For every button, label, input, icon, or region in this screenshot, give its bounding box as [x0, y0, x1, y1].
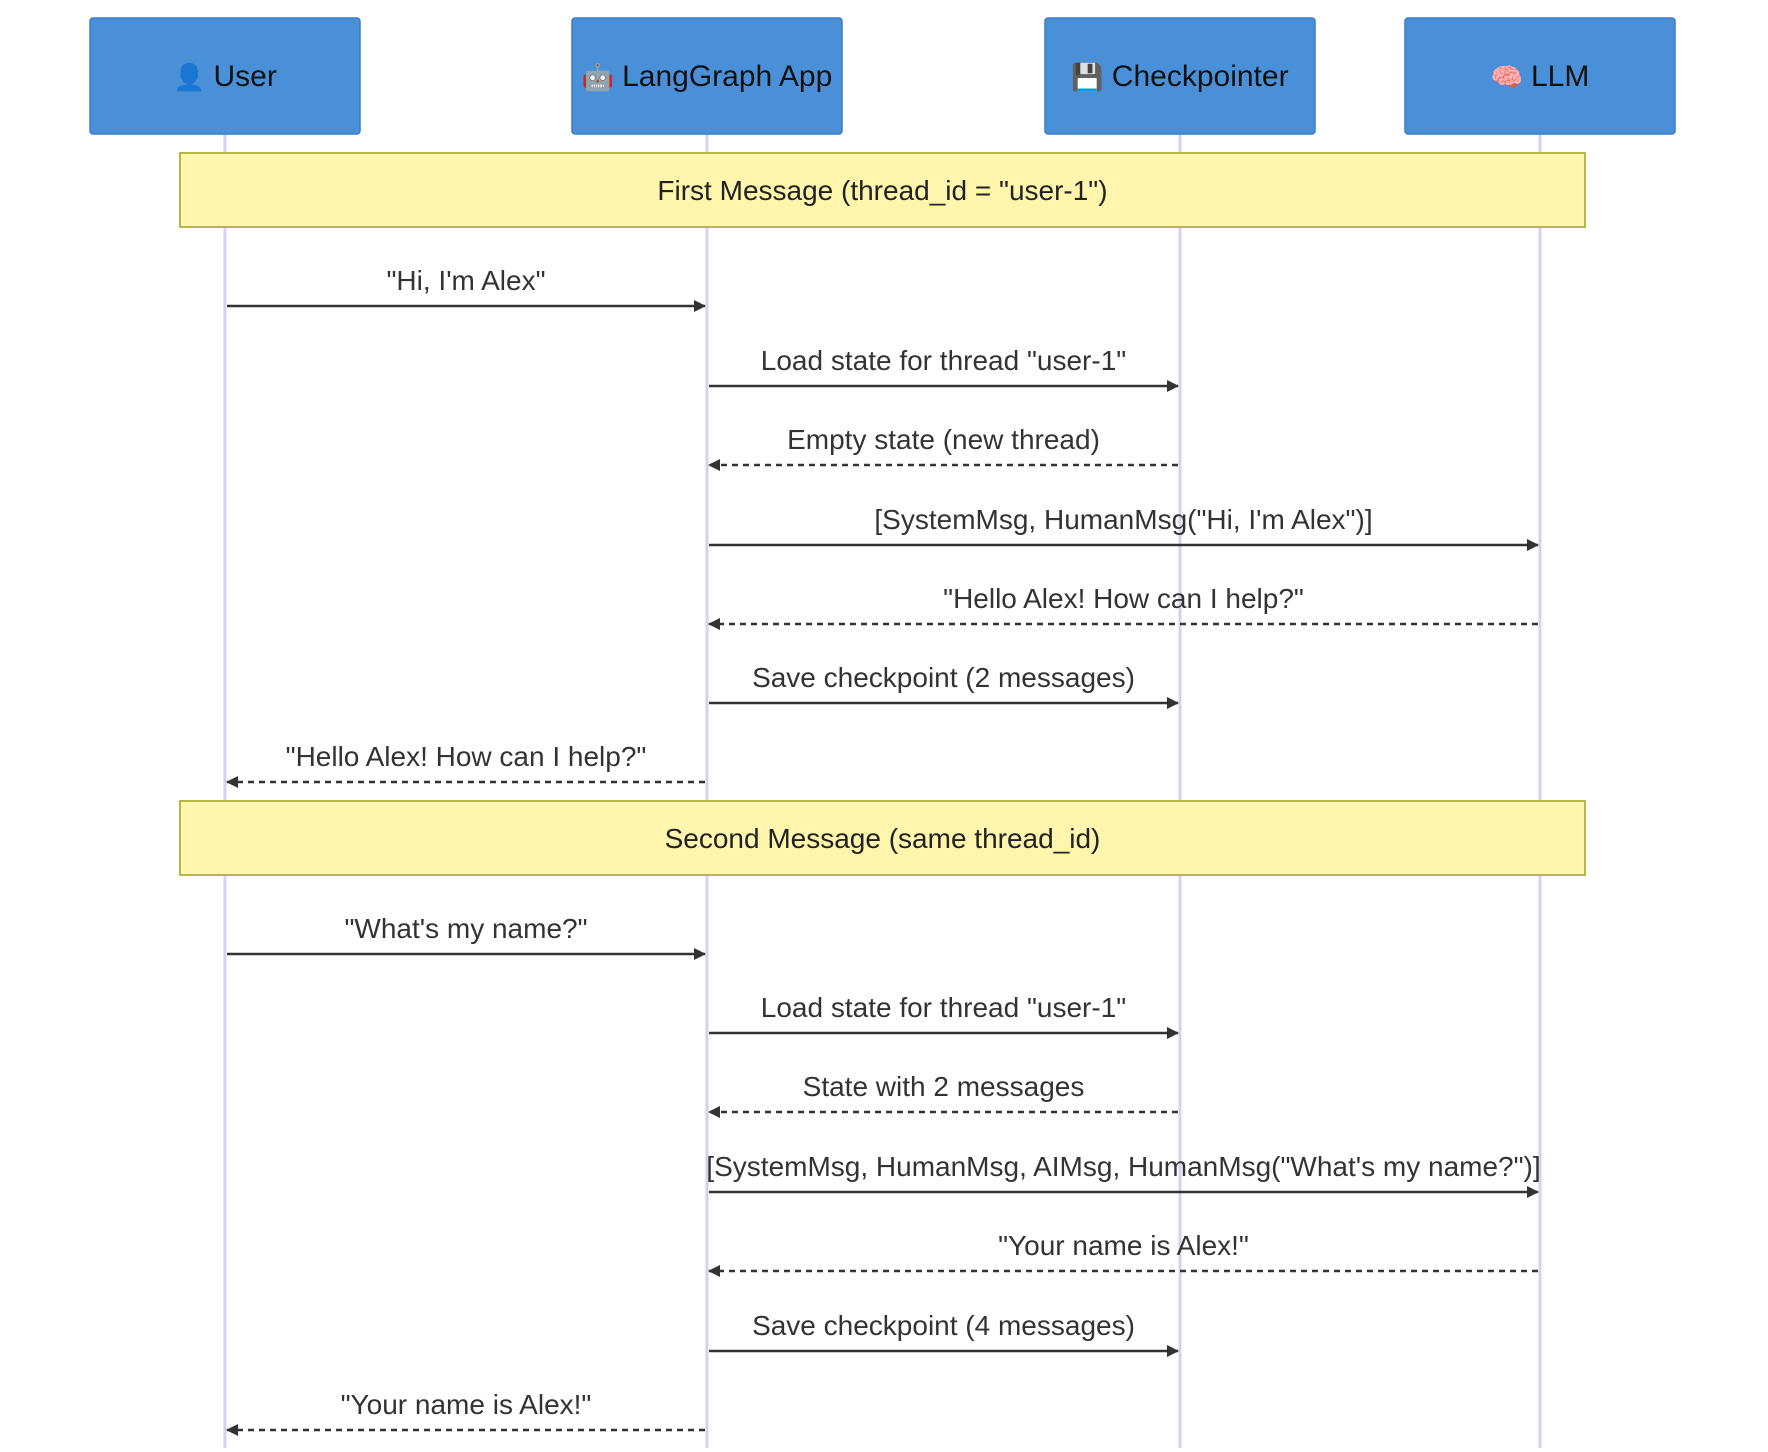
message-label: "Your name is Alex!"	[341, 1389, 592, 1420]
message: Empty state (new thread)	[708, 424, 1178, 471]
message: Save checkpoint (4 messages)	[709, 1310, 1179, 1357]
participant-cp: 💾Checkpointer	[1044, 17, 1316, 135]
robot-icon: 🤖	[582, 62, 614, 92]
participant-label-cp: 💾Checkpointer	[1071, 60, 1288, 93]
floppy-disk-icon: 💾	[1071, 62, 1103, 92]
participant-box-cp	[1044, 17, 1316, 135]
message-label: Save checkpoint (4 messages)	[752, 1310, 1135, 1341]
message-label: "Hi, I'm Alex"	[386, 265, 545, 296]
message-label: Load state for thread "user-1"	[761, 992, 1126, 1023]
section-note: Second Message (same thread_id)	[179, 800, 1586, 876]
message: "Hi, I'm Alex"	[227, 265, 706, 312]
participant-label-user: 👤User	[173, 60, 277, 93]
message-label: State with 2 messages	[803, 1071, 1085, 1102]
section-note-box	[179, 800, 1586, 876]
message-label: Save checkpoint (2 messages)	[752, 662, 1135, 693]
message: Save checkpoint (2 messages)	[709, 662, 1179, 709]
participant-label-llm: 🧠LLM	[1491, 60, 1590, 93]
message-label: Empty state (new thread)	[787, 424, 1100, 455]
message-label: Load state for thread "user-1"	[761, 345, 1126, 376]
participant-box-llm	[1404, 17, 1676, 135]
participant-box-user	[89, 17, 361, 135]
message-label: "Your name is Alex!"	[998, 1230, 1249, 1261]
message-label: "Hello Alex! How can I help?"	[943, 583, 1304, 614]
message: "What's my name?"	[227, 913, 706, 960]
message: [SystemMsg, HumanMsg, AIMsg, HumanMsg("W…	[706, 1151, 1541, 1198]
user-icon: 👤	[173, 62, 205, 92]
message-label: [SystemMsg, HumanMsg("Hi, I'm Alex")]	[874, 504, 1372, 535]
section-note-text: First Message (thread_id = "user-1")	[657, 175, 1107, 206]
section-note-box	[179, 152, 1586, 228]
message-label: "Hello Alex! How can I help?"	[286, 741, 647, 772]
message: "Hello Alex! How can I help?"	[708, 583, 1538, 630]
brain-icon: 🧠	[1491, 62, 1523, 92]
message: Load state for thread "user-1"	[709, 992, 1179, 1039]
message-label: [SystemMsg, HumanMsg, AIMsg, HumanMsg("W…	[706, 1151, 1540, 1182]
participant-box-app	[571, 17, 843, 135]
participant-label-app: 🤖LangGraph App	[582, 60, 833, 93]
participant-llm: 🧠LLM	[1404, 17, 1676, 135]
message-label: "What's my name?"	[344, 913, 587, 944]
message: "Hello Alex! How can I help?"	[226, 741, 705, 788]
message: State with 2 messages	[708, 1071, 1178, 1118]
participant-app: 🤖LangGraph App	[571, 17, 843, 135]
message: Load state for thread "user-1"	[709, 345, 1179, 392]
section-note: First Message (thread_id = "user-1")	[179, 152, 1586, 228]
section-note-text: Second Message (same thread_id)	[665, 823, 1101, 854]
message: [SystemMsg, HumanMsg("Hi, I'm Alex")]	[709, 504, 1539, 551]
message: "Your name is Alex!"	[708, 1230, 1538, 1277]
participant-user: 👤User	[89, 17, 361, 135]
message: "Your name is Alex!"	[226, 1389, 705, 1436]
